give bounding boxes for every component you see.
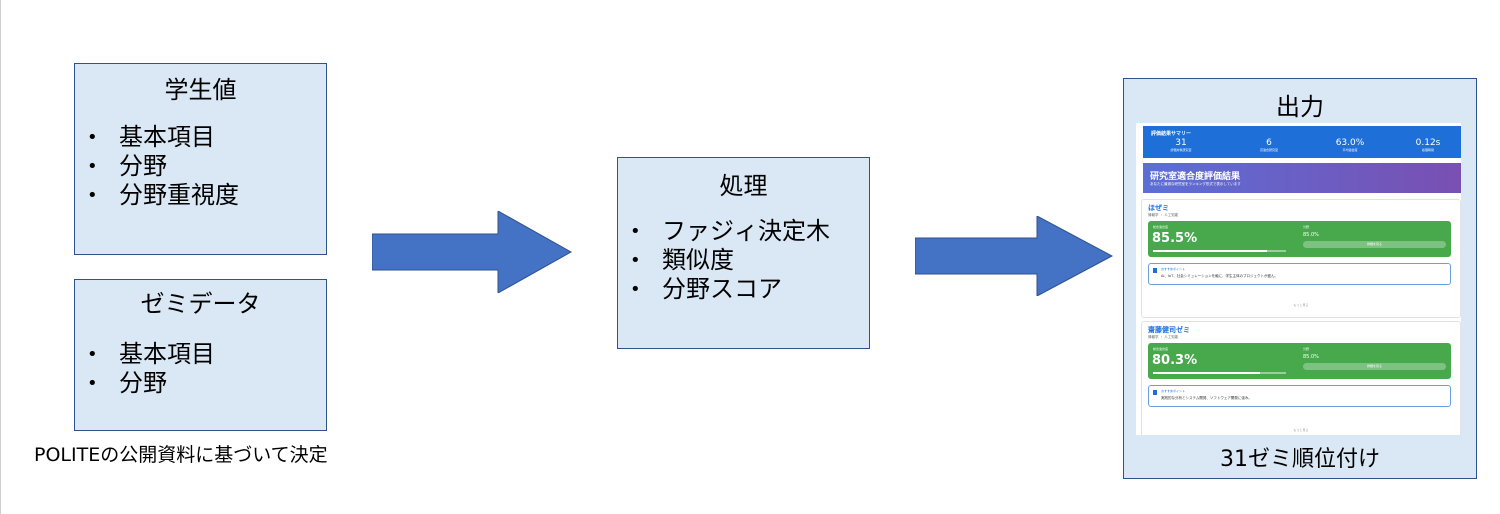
seminar-data-box: ゼミデータ 基本項目 分野 [74,279,327,431]
score-label: 総合適合度 [1153,225,1169,229]
output-screenshot: 評価結果サマリー 31 評価対象研究室 6 高適合研究室 63.0% 平均適合度… [1136,123,1461,435]
score-bar-fill [1153,250,1267,252]
summary-banner: 評価結果サマリー 31 評価対象研究室 6 高適合研究室 63.0% 平均適合度… [1143,126,1461,158]
note-body: 実践的な分析とシステム開発、ソフトウェア開発に強み。 [1161,396,1252,400]
card-name: ほぜミ [1148,204,1169,212]
seminar-data-title: ゼミデータ [140,290,261,318]
student-values-box: 学生値 基本項目 分野 分野重視度 [74,63,327,255]
seminar-data-list: 基本項目 分野 [75,340,215,398]
list-item: 基本項目 [75,340,215,369]
list-item: ファジィ決定木 [618,217,830,246]
score-bar [1153,250,1286,252]
detail-button[interactable]: 詳細を見る [1303,363,1446,370]
score-value: 80.3% [1152,353,1198,368]
stat-value: 0.12s [1415,138,1441,148]
stat-label: 高適合研究室 [1259,148,1278,152]
source-caption: POLITEの公開資料に基づいて決定 [34,444,328,466]
field-percent: 85.0% [1303,232,1319,238]
field-label: 分野 [1303,347,1310,351]
list-item: 分野 [75,369,215,398]
left-border-line [0,0,1,514]
flow-arrow-2 [915,216,1114,296]
process-box: 処理 ファジィ決定木 類似度 分野スコア [617,157,870,349]
flow-arrow-1 [372,211,572,293]
score-panel: 総合適合度 85.5% 分野 85.0% 詳細を見る [1148,221,1451,257]
card-subtitle: 情報学 ・ 人工知能 [1148,335,1179,339]
show-more-link[interactable]: もっと見る [1293,428,1309,432]
process-title: 処理 [719,172,768,200]
summary-stat: 0.12s 処理時間 [1398,138,1458,153]
summary-stat: 6 高適合研究室 [1239,138,1299,153]
score-bar-fill [1153,372,1260,374]
hero-subtitle: あなたに最適な研究室をランキング形式で表示しています [1150,182,1241,186]
seminar-card: 齋藤健司ゼミ 情報学 ・ 人工知能 総合適合度 80.3% 分野 85.0% 詳… [1141,321,1461,435]
card-name: 齋藤健司ゼミ [1148,326,1190,334]
list-item: 分野スコア [618,275,830,304]
list-item: 分野 [75,152,239,181]
stat-label: 評価対象研究室 [1170,148,1192,152]
recommend-note: おすすめポイント 実践的な分析とシステム開発、ソフトウェア開発に強み。 [1148,385,1451,407]
note-title: おすすめポイント [1161,267,1186,271]
output-box: 出力 評価結果サマリー 31 評価対象研究室 6 高適合研究室 63.0% 平均… [1123,78,1477,479]
process-list: ファジィ決定木 類似度 分野スコア [618,217,830,304]
card-subtitle: 情報学 ・ 人工知能 [1148,213,1179,217]
recommend-note: おすすめポイント AI、IoT、社会シミュレーションを軸に、学生主体のプロジェク… [1148,263,1451,285]
score-label: 総合適合度 [1153,347,1169,351]
list-item: 基本項目 [75,123,239,152]
show-more-link[interactable]: もっと見る [1293,303,1309,307]
results-hero: 研究室適合度評価結果 あなたに最適な研究室をランキング形式で表示しています [1143,163,1461,193]
student-values-title: 学生値 [164,76,237,104]
list-item: 類似度 [618,246,830,275]
document-icon [1153,268,1157,273]
stat-value: 31 [1175,138,1187,148]
score-value: 85.5% [1152,231,1198,246]
note-title: おすすめポイント [1161,389,1186,393]
seminar-card: ほぜミ 情報学 ・ 人工知能 総合適合度 85.5% 分野 85.0% 詳細を見… [1141,199,1461,318]
output-caption: 31ゼミ順位付け [1220,447,1380,472]
summary-stat: 31 評価対象研究室 [1151,138,1211,153]
stat-value: 6 [1266,138,1272,148]
summary-title: 評価結果サマリー [1151,131,1192,137]
document-icon [1153,390,1157,395]
note-body: AI、IoT、社会シミュレーションを軸に、学生主体のプロジェクトが盛ん。 [1161,274,1278,278]
list-item: 分野重視度 [75,181,239,210]
stat-label: 平均適合度 [1342,148,1358,152]
summary-stat: 63.0% 平均適合度 [1320,138,1380,153]
output-title: 出力 [1276,93,1324,121]
detail-button[interactable]: 詳細を見る [1303,241,1446,248]
field-percent: 85.0% [1303,354,1319,360]
score-bar [1153,372,1286,374]
field-label: 分野 [1303,225,1310,229]
stat-value: 63.0% [1335,138,1365,148]
student-values-list: 基本項目 分野 分野重視度 [75,123,239,210]
hero-title: 研究室適合度評価結果 [1150,172,1241,182]
stat-label: 処理時間 [1421,148,1434,152]
score-panel: 総合適合度 80.3% 分野 85.0% 詳細を見る [1148,343,1451,379]
